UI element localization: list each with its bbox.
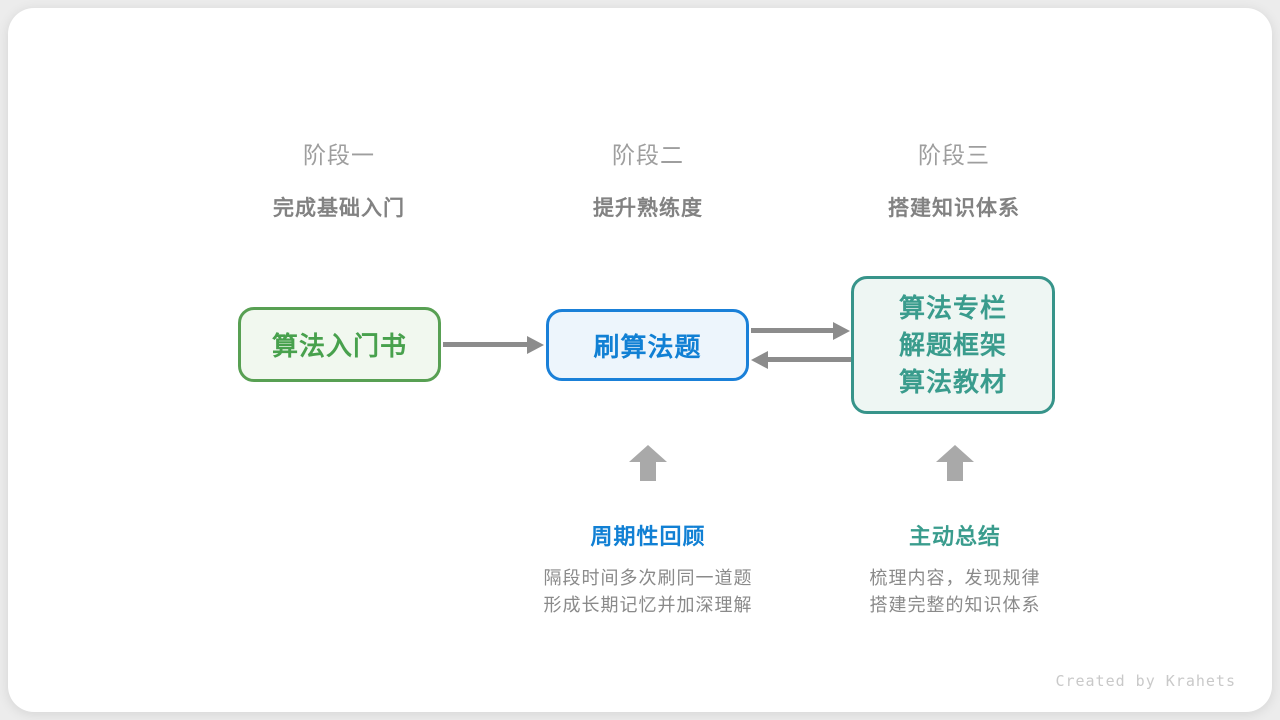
node-resources-line-2: 解题框架 [898,329,1007,360]
up-arrow-review-stem [640,462,656,481]
up-arrow-summary-stem [947,462,963,481]
diagram-card: 阶段一 完成基础入门 阶段二 提升熟练度 阶段三 搭建知识体系 算法入门书 刷算… [8,8,1272,712]
stage-3-subtitle: 搭建知识体系 [888,197,1020,220]
node-knowledge-resources: 算法专栏 解题框架 算法教材 [851,276,1055,414]
node-resources-line-1: 算法专栏 [898,292,1007,323]
stage-2-label: 阶段二 [612,142,684,168]
stage-2-header: 阶段二 提升熟练度 [498,136,798,222]
annotation-review-desc: 隔段时间多次刷同一道题 形成长期记忆并加深理解 [478,565,818,619]
annotation-review-title: 周期性回顾 [590,524,706,549]
annotation-summary-desc: 梳理内容，发现规律 搭建完整的知识体系 [785,565,1125,619]
stage-3-header: 阶段三 搭建知识体系 [804,136,1104,222]
node-practice-problems: 刷算法题 [546,309,749,381]
up-arrow-summary-head [936,445,974,462]
credit-text: Created by Krahets [1055,672,1236,690]
stage-3-label: 阶段三 [918,142,990,168]
arrow-resources-to-practice-icon [767,357,851,362]
node-practice-problems-label: 刷算法题 [593,331,702,362]
node-resources-line-3: 算法教材 [898,366,1007,397]
up-arrow-review-icon [629,445,667,481]
stage-1-label: 阶段一 [303,142,375,168]
stage-2-subtitle: 提升熟练度 [593,197,703,220]
up-arrow-review-head [629,445,667,462]
up-arrow-summary-icon [936,445,974,481]
annotation-summary-title: 主动总结 [908,524,1001,549]
annotation-review-desc-line-1: 隔段时间多次刷同一道题 [543,568,753,588]
annotation-summary-desc-line-1: 梳理内容，发现规律 [869,568,1041,588]
arrow-practice-to-resources-icon [751,328,834,333]
annotation-summary-desc-line-2: 搭建完整的知识体系 [869,595,1041,615]
stage-1-subtitle: 完成基础入门 [273,197,405,220]
annotation-review-desc-line-2: 形成长期记忆并加深理解 [543,595,753,615]
stage-1-header: 阶段一 完成基础入门 [189,136,489,222]
arrow-intro-to-practice-icon [443,342,528,347]
node-intro-book: 算法入门书 [238,307,441,382]
node-intro-book-label: 算法入门书 [271,331,407,361]
